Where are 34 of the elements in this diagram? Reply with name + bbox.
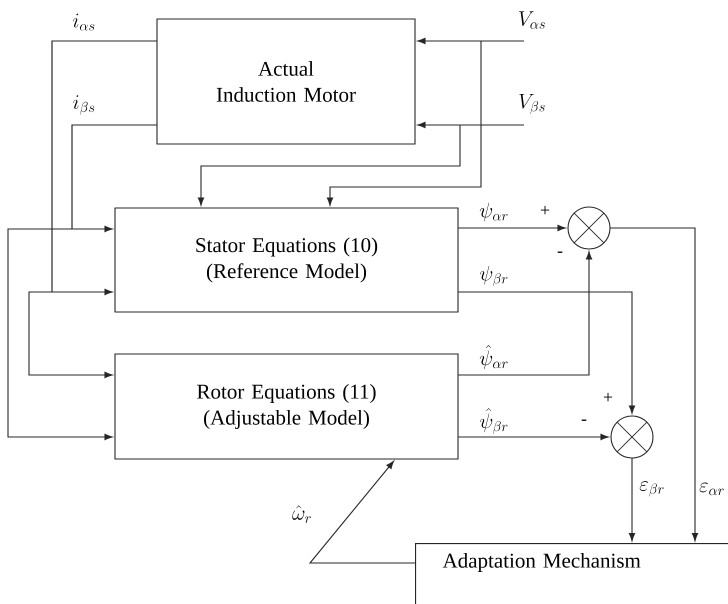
sign-label: + bbox=[604, 392, 612, 402]
sign-label: - bbox=[558, 252, 562, 253]
arrow bbox=[198, 125, 461, 206]
arrow bbox=[628, 458, 636, 542]
arrow bbox=[610, 227, 698, 542]
arrow bbox=[326, 41, 482, 206]
arrow bbox=[458, 291, 636, 414]
edge-label: $\psi_{\beta r}$ bbox=[480, 266, 508, 286]
process-box: Stator Equations (10) (Reference Model) bbox=[114, 207, 459, 313]
arrow bbox=[458, 251, 592, 376]
edge-label: $i_{\beta s}$ bbox=[73, 95, 94, 115]
sign-label: - bbox=[582, 420, 586, 421]
edge-label: $V_{\beta s}$ bbox=[519, 94, 545, 114]
summing-junction bbox=[567, 206, 611, 250]
edge-label: $\varepsilon_{\beta r}$ bbox=[640, 481, 664, 496]
summing-junction bbox=[610, 415, 654, 459]
edge-label: $i_{\alpha s}$ bbox=[73, 14, 94, 30]
arrow bbox=[458, 434, 609, 440]
arrow bbox=[7, 124, 156, 440]
process-box: Actual Induction Motor bbox=[156, 18, 416, 145]
edge-label: $\hat{\psi}_{\beta r}$ bbox=[480, 408, 508, 434]
arrow bbox=[417, 38, 524, 44]
process-box: Rotor Equations (11) (Adjustable Model) bbox=[114, 353, 459, 460]
sign-label: + bbox=[540, 206, 550, 214]
process-box: Adaptation Mechanism bbox=[415, 543, 728, 604]
arrow bbox=[308, 460, 415, 564]
edge-label: $\hat{\omega}_r$ bbox=[292, 505, 311, 523]
edge-label: $V_{\alpha s}$ bbox=[519, 11, 545, 29]
arrow bbox=[417, 122, 524, 128]
arrow bbox=[28, 40, 156, 378]
edge-label: $\psi_{\alpha r}$ bbox=[480, 202, 508, 222]
edge-label: $\hat{\psi}_{\alpha r}$ bbox=[480, 345, 508, 370]
arrow bbox=[458, 224, 566, 232]
edge-label: $\varepsilon_{\alpha r}$ bbox=[700, 482, 724, 496]
